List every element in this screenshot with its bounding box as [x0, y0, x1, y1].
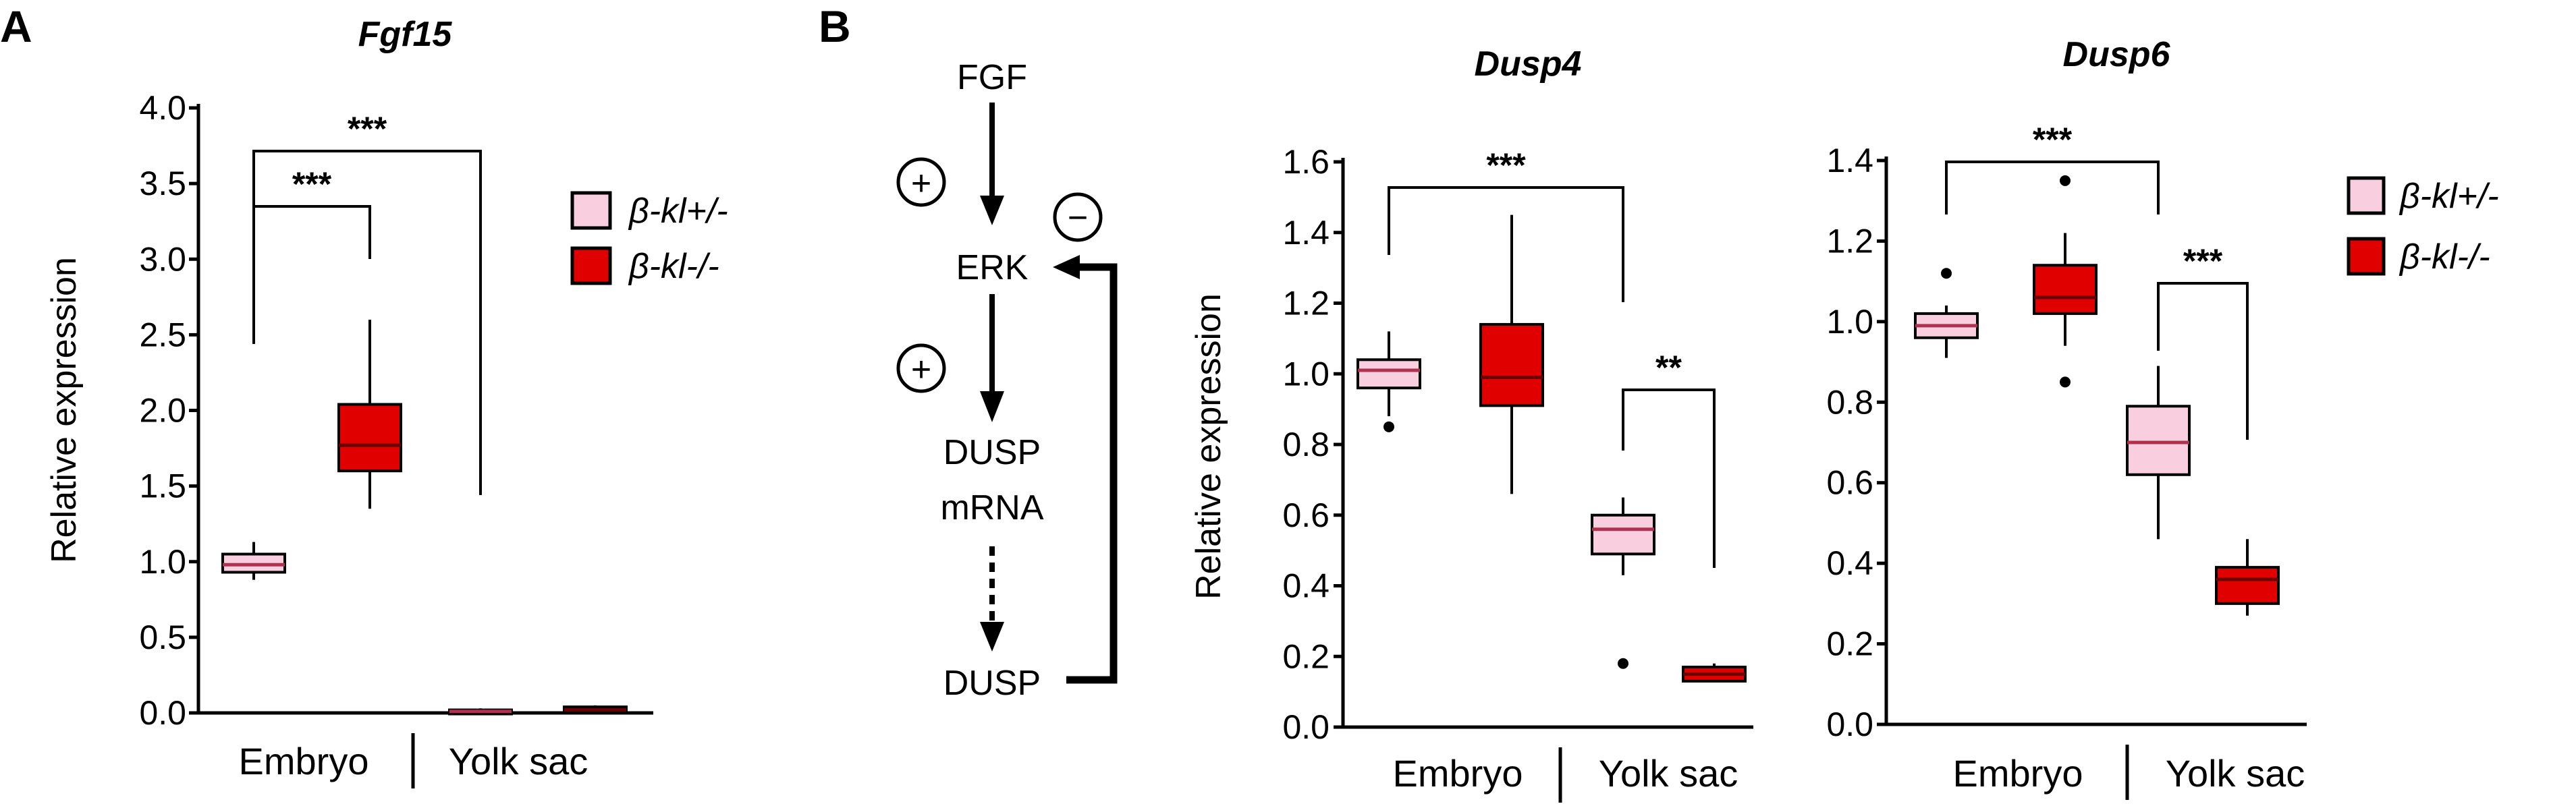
feedback-line — [1066, 263, 1118, 684]
y-tick-label-dusp4-8: 1.6 — [1282, 143, 1330, 181]
legend-swatch-ko — [570, 246, 612, 285]
y-axis-label-dusp4: Relative expression — [1189, 293, 1228, 600]
y-tick-label-dusp6-0: 0.0 — [1826, 706, 1873, 743]
significance-dusp6-1: *** — [2183, 242, 2223, 280]
chart-title-fgf15: Fgf15 — [358, 15, 453, 54]
y-tick-label-dusp6-6: 1.2 — [1826, 222, 1873, 260]
y-tick-label-fgf15-6: 3.0 — [139, 240, 186, 278]
box-dusp4-0-1 — [1479, 322, 1544, 407]
legend-a: β-kl+/- β-kl-/- — [570, 191, 728, 286]
y-tick-label-dusp4-4: 0.8 — [1282, 426, 1330, 463]
bracket-fgf15-0 — [252, 205, 371, 344]
chart-title-dusp4: Dusp4 — [1475, 45, 1582, 84]
y-tick-label-dusp4-0: 0.0 — [1282, 708, 1330, 746]
plus-circle-2 — [896, 343, 946, 393]
box-fgf15-0-1 — [337, 403, 402, 473]
y-tick-label-fgf15-7: 3.5 — [139, 165, 186, 202]
category-embryo-dusp4: Embryo — [1393, 752, 1523, 795]
arrow-mrna-dusp-head — [980, 622, 1004, 652]
outlier-dusp6-0-1-1 — [2060, 376, 2071, 388]
y-tick-label-dusp4-3: 0.6 — [1282, 496, 1330, 534]
pathway-dusp: DUSP — [943, 664, 1041, 703]
outlier-dusp6-0-0-0 — [1941, 268, 1952, 279]
pathway-diagram: FGF + ERK + DUSP mRNA DUSP − — [896, 58, 1118, 703]
category-yolksac-dusp6: Yolk sac — [2166, 752, 2305, 795]
y-tick-label-dusp4-6: 1.2 — [1282, 285, 1330, 322]
legend-swatch-het — [570, 191, 612, 230]
significance-fgf15-0: *** — [292, 165, 332, 203]
y-tick-label-fgf15-0: 0.0 — [139, 694, 186, 732]
significance-dusp4-1: ** — [1655, 349, 1682, 386]
bracket-fgf15-1 — [252, 150, 482, 495]
significance-dusp6-0: *** — [2033, 121, 2073, 159]
box-dusp6-1-0 — [2126, 405, 2191, 476]
plus-circle-1 — [896, 157, 946, 207]
legend-b: β-kl+/- β-kl-/- — [2347, 176, 2499, 277]
y-tick-label-fgf15-4: 2.0 — [139, 392, 186, 430]
plus-icon-2: + — [911, 350, 931, 389]
category-embryo-dusp6: Embryo — [1953, 752, 2083, 795]
y-tick-label-dusp6-4: 0.8 — [1826, 383, 1873, 421]
arrow-fgf-erk-head — [980, 196, 1004, 225]
legend-swatch-het-b — [2347, 176, 2386, 215]
bracket-dusp4-0 — [1388, 186, 1624, 302]
y-axis-label-fgf15: Relative expression — [45, 257, 84, 563]
bracket-dusp6-1 — [2157, 282, 2249, 440]
y-tick-label-fgf15-5: 2.5 — [139, 316, 186, 353]
y-tick-label-dusp6-2: 0.4 — [1826, 544, 1873, 582]
box-dusp4-1-0 — [1591, 513, 1655, 556]
bracket-dusp4-1 — [1622, 388, 1716, 568]
y-tick-label-dusp4-2: 0.4 — [1282, 567, 1330, 605]
category-yolksac-dusp4: Yolk sac — [1599, 752, 1738, 795]
y-tick-label-dusp4-5: 1.0 — [1282, 355, 1330, 393]
panel-label-a: A — [0, 1, 32, 51]
box-dusp6-1-1 — [2215, 566, 2280, 605]
charts-layer: 0.0 0.5 1.0 1.5 2.0 2.5 3.0 3.5 4.0 *** *** 0.0 0.2 0… — [139, 89, 2307, 803]
y-tick-label-dusp6-1: 0.2 — [1826, 625, 1873, 663]
pathway-erk: ERK — [956, 248, 1029, 287]
legend-label-het: β-kl+/- — [628, 192, 728, 231]
y-tick-label-dusp6-7: 1.4 — [1826, 142, 1873, 179]
category-embryo-fgf15: Embryo — [239, 740, 369, 782]
y-tick-label-fgf15-2: 1.0 — [139, 543, 186, 581]
y-tick-label-dusp4-1: 0.2 — [1282, 637, 1330, 675]
legend-swatch-ko-b — [2347, 237, 2386, 276]
y-tick-label-fgf15-8: 4.0 — [139, 89, 186, 127]
minus-icon: − — [1068, 198, 1088, 237]
bracket-dusp6-0 — [1945, 161, 2160, 214]
box-dusp6-0-1 — [2033, 264, 2098, 315]
outlier-dusp4-1-0-0 — [1618, 658, 1628, 669]
box-dusp4-0-0 — [1356, 358, 1421, 390]
significance-fgf15-1: *** — [348, 110, 387, 148]
y-tick-label-fgf15-1: 0.5 — [139, 618, 186, 656]
outlier-dusp4-0-0-0 — [1383, 421, 1394, 432]
outlier-dusp6-0-1-0 — [2060, 175, 2071, 186]
pathway-dusp-mrna-line2: mRNA — [940, 488, 1043, 527]
feedback-arrow-head — [1053, 255, 1080, 279]
legend-label-ko-b: β-kl-/- — [2399, 237, 2490, 277]
panel-label-b: B — [819, 1, 851, 51]
y-tick-label-dusp6-5: 1.0 — [1826, 303, 1873, 341]
category-yolksac-fgf15: Yolk sac — [449, 740, 588, 782]
pathway-fgf: FGF — [957, 58, 1027, 97]
legend-label-ko: β-kl-/- — [628, 247, 719, 286]
y-tick-label-dusp6-3: 0.6 — [1826, 464, 1873, 502]
plus-icon-1: + — [911, 164, 931, 203]
y-tick-label-dusp4-7: 1.4 — [1282, 214, 1330, 252]
y-tick-label-fgf15-3: 1.5 — [139, 467, 186, 505]
significance-dusp4-0: *** — [1486, 146, 1526, 184]
chart-title-dusp6: Dusp6 — [2063, 35, 2171, 74]
pathway-dusp-mrna-line1: DUSP — [943, 433, 1041, 472]
legend-label-het-b: β-kl+/- — [2399, 177, 2499, 216]
arrow-erk-mrna-head — [980, 391, 1004, 422]
minus-circle — [1053, 192, 1103, 242]
